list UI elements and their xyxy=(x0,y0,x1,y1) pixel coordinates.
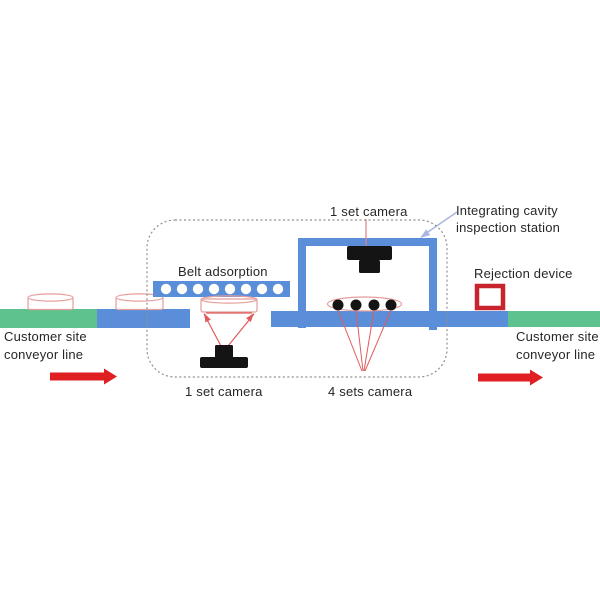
left-conveyor-label-line2: conveyor line xyxy=(4,347,84,362)
multi-camera-sight-lines xyxy=(337,309,392,372)
vacuum-hole-icons xyxy=(160,283,284,295)
top-camera-icon xyxy=(347,246,392,273)
bottom-camera-icon xyxy=(200,345,248,368)
left-customer-conveyor-segment xyxy=(0,309,97,328)
station-label-line1: Integrating cavity xyxy=(456,203,558,218)
infeed-conveyor-segment xyxy=(97,309,190,328)
top-camera-label: 1 set camera xyxy=(330,204,408,219)
right-conveyor-label-line1: Customer site xyxy=(516,329,599,344)
bottom-camera-label: 1 set camera xyxy=(185,384,263,399)
rejection-device-label: Rejection device xyxy=(474,266,573,281)
product-puck-icon xyxy=(27,293,74,311)
station-pointer-arrow-icon xyxy=(420,211,458,238)
right-flow-arrow-icon xyxy=(478,369,543,386)
bottom-camera-fov-cone xyxy=(203,312,255,347)
adsorption-belt xyxy=(153,281,290,297)
inspected-puck-icon xyxy=(200,295,258,313)
integrating-cavity-frame xyxy=(298,238,437,330)
product-puck-icon xyxy=(115,293,164,311)
inspected-puck-outline xyxy=(326,296,403,312)
right-conveyor-label-line2: conveyor line xyxy=(516,347,596,362)
right-customer-conveyor-segment xyxy=(508,311,600,327)
station-label-line2: inspection station xyxy=(456,220,561,235)
belt-adsorption-label: Belt adsorption xyxy=(178,264,268,279)
left-flow-arrow-icon xyxy=(50,368,117,385)
left-conveyor-label-line1: Customer site xyxy=(4,329,87,344)
station-conveyor-segment xyxy=(271,311,508,327)
inspection-station-boundary xyxy=(146,219,448,378)
rejection-device-icon xyxy=(474,283,506,311)
multi-camera-label: 4 sets camera xyxy=(328,384,413,399)
camera-view-dots xyxy=(332,299,397,311)
